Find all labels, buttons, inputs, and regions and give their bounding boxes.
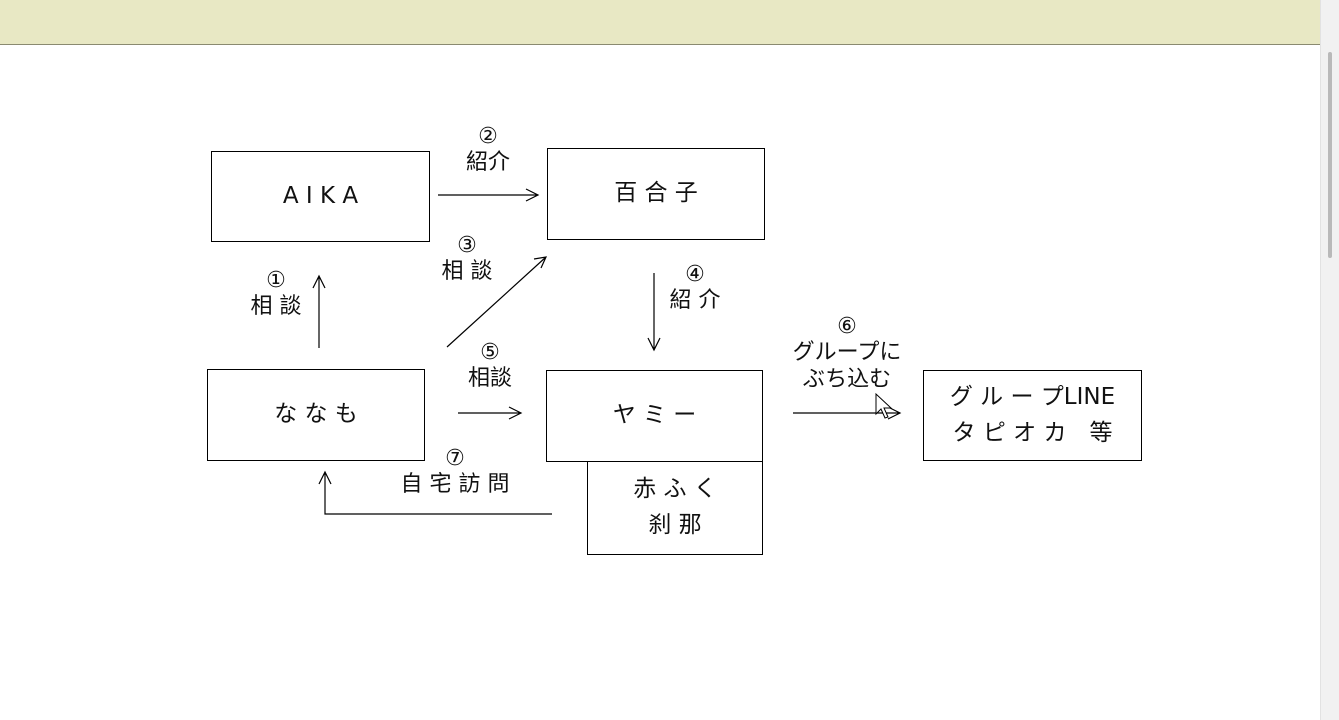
- scrollbar-thumb[interactable]: [1328, 52, 1332, 258]
- node-yami-label: ヤ ミ ー: [612, 402, 697, 429]
- edge-num-3: ③: [457, 233, 477, 258]
- node-akafuku: 赤 ふ く 刹 那: [587, 461, 763, 555]
- node-aika: A I K A: [211, 151, 430, 242]
- edge-num-6: ⑥: [837, 314, 857, 339]
- edge-label-5: ⑤ 相談: [458, 340, 522, 393]
- edge-label-4: ④ 紹 介: [663, 262, 727, 315]
- edge-text-3: 相 談: [441, 259, 493, 285]
- node-nanamo-label: な な も: [274, 401, 358, 428]
- edge-label-1: ① 相 談: [244, 268, 308, 321]
- arrow-4: [647, 273, 661, 352]
- arrow-6: [793, 406, 902, 420]
- edge-text-2: 紹介: [465, 150, 510, 176]
- arrow-1: [312, 274, 326, 348]
- arrow-2: [438, 188, 540, 202]
- edge-num-4: ④: [685, 262, 705, 287]
- edge-text-7: 自 宅 訪 問: [400, 472, 510, 498]
- node-nanamo: な な も: [207, 369, 425, 461]
- edge-text-5: 相談: [467, 366, 512, 392]
- edge-num-5: ⑤: [480, 340, 500, 365]
- node-akafuku-line1: 赤 ふ く: [633, 476, 717, 503]
- arrow-7: [318, 470, 552, 515]
- arrow-cursor-icon: [875, 392, 893, 419]
- edge-label-6: ⑥ グループに ぶち込む: [776, 314, 918, 393]
- edge-label-7: ⑦ 自 宅 訪 問: [390, 446, 520, 499]
- node-yuriko-label: 百 合 子: [614, 180, 698, 207]
- top-toolbar: [0, 0, 1320, 45]
- edge-label-3: ③ 相 談: [435, 233, 499, 286]
- edge-text-4: 紹 介: [669, 288, 721, 314]
- edge-label-2: ② 紹介: [456, 124, 520, 177]
- edge-text-1: 相 談: [250, 294, 302, 320]
- arrow-3: [446, 256, 548, 348]
- edge-text-6-line1: グループに: [792, 340, 902, 366]
- node-yami: ヤ ミ ー: [546, 370, 763, 462]
- node-yuriko: 百 合 子: [547, 148, 765, 240]
- arrow-5: [458, 406, 523, 420]
- vertical-scrollbar[interactable]: [1320, 0, 1339, 720]
- node-group-line2: タ ピ オ カ 等: [952, 419, 1113, 446]
- edge-num-2: ②: [478, 124, 498, 149]
- node-aika-label: A I K A: [282, 182, 359, 209]
- node-akafuku-line2: 刹 那: [648, 512, 702, 538]
- node-group-line1: グ ル ー プLINE: [949, 383, 1116, 410]
- edge-num-1: ①: [266, 268, 286, 293]
- edge-num-7: ⑦: [445, 446, 465, 471]
- node-group-line: グ ル ー プLINE タ ピ オ カ 等: [923, 370, 1142, 461]
- edge-text-6-line2: ぶち込む: [802, 366, 892, 392]
